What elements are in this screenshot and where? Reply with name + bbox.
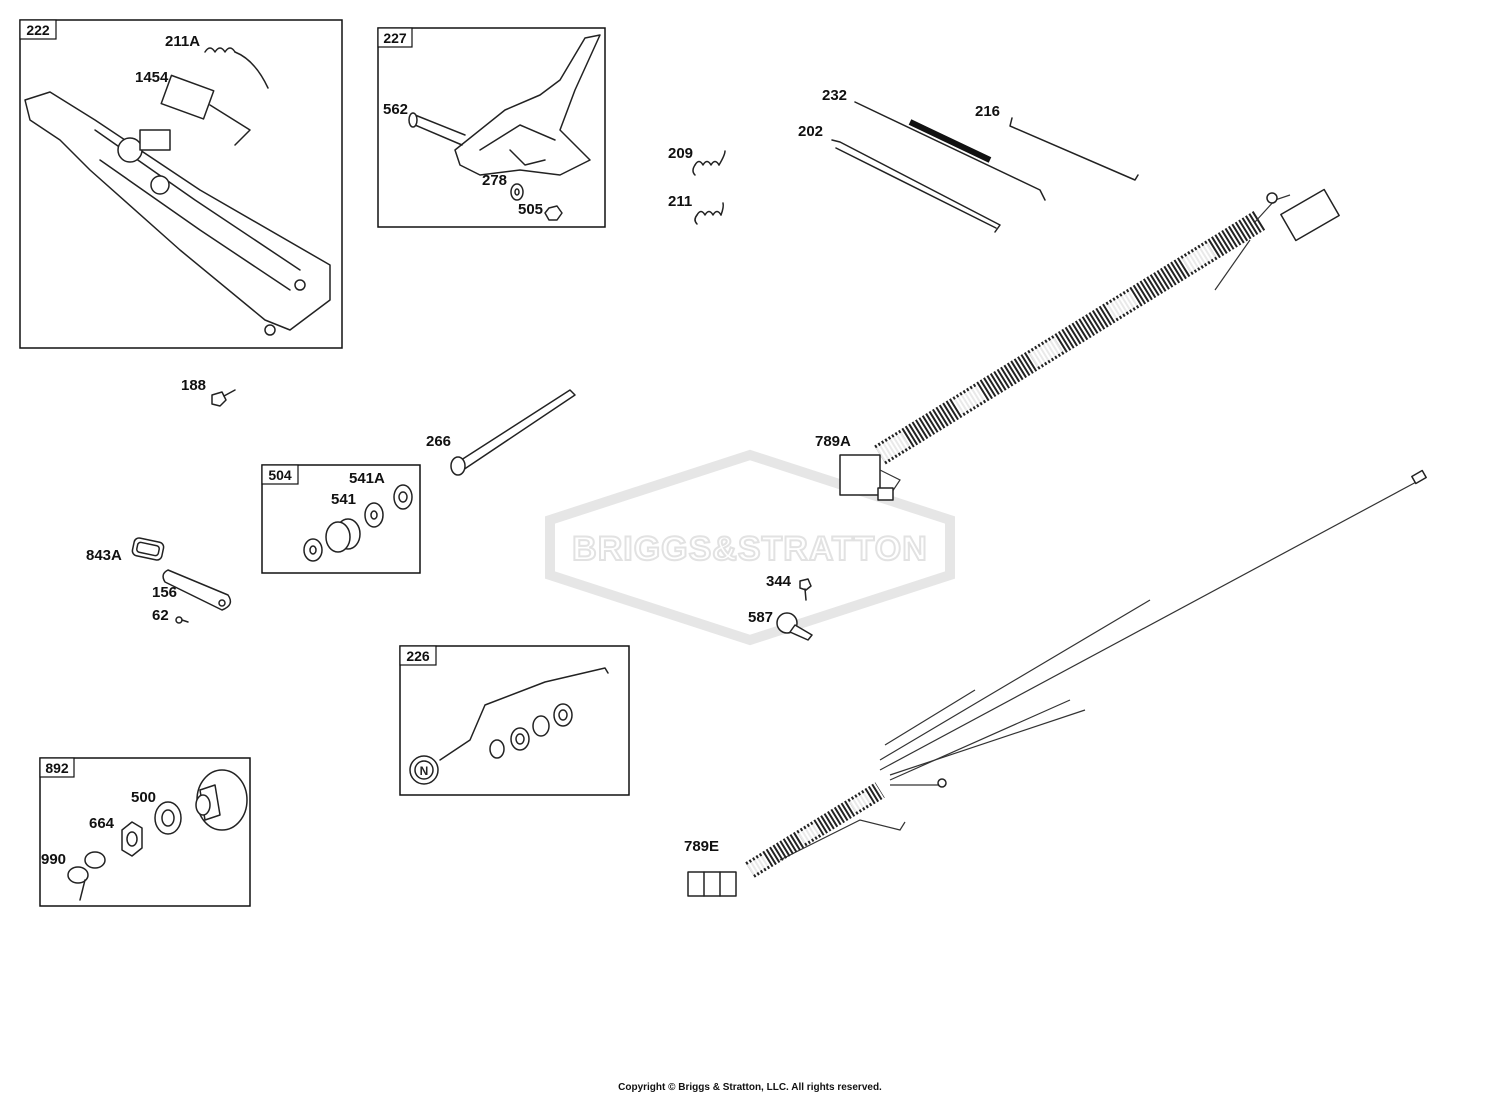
label-156: 156 [152,584,177,601]
label-541a: 541A [349,470,385,487]
wire-harness-789a [839,188,1340,501]
plate-156 [162,569,232,611]
copyright-notice: Copyright © Briggs & Stratton, LLC. All … [618,1082,882,1093]
label-188: 188 [181,377,206,394]
bushing [325,518,361,553]
box-label-222: 222 [26,22,50,38]
label-209: 209 [668,145,693,162]
label-664: 664 [89,815,115,832]
label-500: 500 [131,789,156,806]
frame-222 [19,19,343,349]
label-278: 278 [482,172,507,189]
box-label-226: 226 [406,648,430,664]
tag-226 [399,645,437,666]
washer-278 [510,183,524,201]
tag-222 [19,19,57,40]
label-587: 587 [748,609,773,626]
spring-211 [694,202,724,225]
link-216 [1009,117,1139,181]
bolt-562 [408,112,466,146]
frame-226 [399,645,630,796]
clamp-587 [776,612,813,641]
label-202: 202 [798,123,823,140]
washer-541 [364,502,384,528]
label-505: 505 [518,201,543,218]
shaft-266 [450,389,576,476]
nut-664 [121,821,143,857]
label-541: 541 [331,491,356,508]
control-bracket-assembly [24,74,331,336]
group-227: 227 562 278 505 [377,27,606,228]
frame-227 [377,27,606,228]
link-232 [854,101,1046,201]
label-789a: 789A [815,433,851,450]
wire-harness-789e [687,469,1427,897]
label-211: 211 [668,193,692,210]
throttle-lever-plate [454,34,601,176]
screw-62 [175,616,189,624]
briggs-stratton-watermark: BRIGGS&STRATTON [545,449,955,646]
group-504: 504 541A 541 [261,464,421,574]
frame-892 [39,757,251,907]
washer-small [303,538,323,562]
choke-washers [489,703,573,759]
lock-washer-500 [154,801,182,835]
group-892: 892 500 664 990 [39,757,251,907]
label-1454: 1454 [135,69,169,86]
label-843a: 843A [86,547,122,564]
spring-211a [204,47,269,89]
label-789e: 789E [684,838,719,855]
screw-344 [799,578,812,601]
label-216: 216 [975,103,1000,120]
label-232: 232 [822,87,847,104]
nut-505 [544,205,563,221]
tag-892 [39,757,75,778]
group-222: 222 211A 1454 [19,19,343,349]
box-label-892: 892 [45,760,69,776]
tag-504 [261,464,299,485]
frame-504 [261,464,421,574]
choke-knob-cable: N [409,667,609,785]
box-label-227: 227 [383,30,407,46]
label-211a: 211A [165,33,200,50]
watermark-text: BRIGGS&STRATTON [572,530,928,568]
label-344: 344 [766,573,792,590]
link-202 [831,139,1001,233]
group-226: 226 N [399,645,630,796]
keys-990 [67,851,106,901]
label-562: 562 [383,101,408,118]
label-266: 266 [426,433,451,450]
label-990: 990 [41,851,66,868]
box-label-504: 504 [268,467,292,483]
ignition-switch [195,769,248,831]
tag-227 [377,27,413,48]
pad-843a [131,537,165,561]
bolt-188 [211,389,236,407]
svg-text:N: N [420,764,429,778]
label-62: 62 [152,607,169,624]
washer-541a [393,484,413,510]
spring-209 [692,150,726,176]
